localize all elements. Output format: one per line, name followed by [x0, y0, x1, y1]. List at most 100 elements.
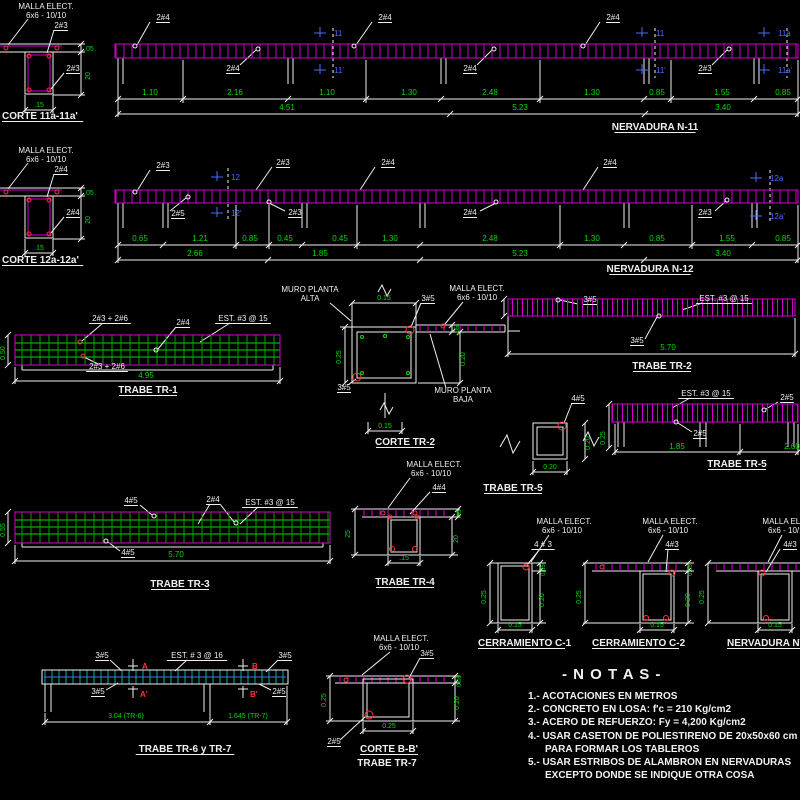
- n11-rebar: 2#4: [156, 13, 170, 22]
- rebar-mark: [54, 189, 60, 195]
- n12-dim: 0.85: [775, 234, 791, 243]
- dim-tick: [794, 111, 800, 118]
- tr67-stirrups: EST. # 3 @ 16: [171, 651, 223, 660]
- n12-title: NERVADURA N-12: [606, 264, 693, 275]
- cad-rect: [716, 563, 800, 571]
- cad-rect: [362, 509, 448, 517]
- rebar-mark: [724, 197, 730, 203]
- n11-dim: 1.55: [714, 88, 730, 97]
- bb-dim-bot: 0.25: [382, 723, 396, 730]
- rebar-mark: [663, 615, 669, 621]
- n11-dim-total: 3.40: [715, 103, 731, 112]
- rebar-mark: [412, 546, 418, 552]
- rebar-mark: [26, 53, 32, 59]
- dim-tick: [640, 256, 648, 264]
- dim-tick: [364, 427, 372, 435]
- dim-tick: [77, 192, 85, 200]
- dim-tick: [788, 626, 796, 634]
- corte12a-title: CORTE 12a-12a': [2, 255, 79, 266]
- dim-tick: [736, 448, 744, 456]
- dim-tick: [611, 448, 619, 456]
- tr2-dim-length: 5.70: [660, 343, 676, 352]
- dim-tick: [114, 110, 122, 118]
- n11-rebar: 2#4: [226, 64, 240, 73]
- rebar-mark: [522, 563, 530, 571]
- tr5-dim-depth: 0.25: [600, 431, 607, 445]
- cad-line: [255, 166, 273, 191]
- tr4-dim-width: .15: [399, 555, 409, 562]
- n12-rebar: 2#3: [288, 208, 302, 217]
- cad-line: [268, 202, 286, 212]
- bb-dim-left: 0.25: [321, 693, 328, 707]
- dim-tick: [684, 567, 692, 575]
- cortetr2-dim-slab: .05: [455, 325, 461, 334]
- dim-tick: [351, 551, 359, 559]
- dim-tick: [351, 505, 359, 513]
- cad-rect: [639, 570, 675, 624]
- break-symbol: [499, 433, 521, 455]
- rebar-mark: [54, 45, 60, 51]
- dim-tick: [581, 455, 589, 463]
- dim-tick: [416, 559, 424, 567]
- tr67-rebar: 3#5: [91, 687, 105, 696]
- cad-line: [136, 21, 151, 46]
- tr4-title: TRABE TR-4: [375, 577, 435, 588]
- cad-rect: [27, 198, 51, 236]
- n12-cut-marker: 12a: [770, 174, 784, 183]
- dim-tick: [114, 95, 122, 103]
- rebar-mark: [440, 323, 446, 329]
- tr5-rebar-top: 2#5: [780, 393, 794, 402]
- tr4-dim-slab: .05: [457, 509, 463, 518]
- tr67-cut-marker: B: [252, 662, 258, 671]
- n12-cut-marker: 12': [231, 209, 242, 218]
- n12-dim-total: 2.66: [187, 249, 203, 258]
- n11-dim: 2.16: [227, 88, 243, 97]
- tr4-dim-left: 25: [345, 530, 352, 538]
- c2-dim-left: 0.25: [576, 590, 583, 604]
- rebar-mark: [351, 43, 357, 49]
- cad-rect: [416, 325, 505, 332]
- dim-tick: [21, 249, 29, 257]
- dim-tick: [529, 468, 537, 476]
- cad-rect: [362, 678, 414, 722]
- rebar-mark: [360, 335, 364, 339]
- cad-rect: [500, 565, 530, 621]
- rebar-mark: [80, 353, 86, 359]
- dim-tick: [114, 241, 122, 249]
- tr1-title: TRABE TR-1: [118, 385, 178, 396]
- cad-rect: [497, 562, 533, 624]
- cad-rect: [532, 422, 568, 460]
- tr3-rebar-top: 4#5: [124, 496, 138, 505]
- tr1-dim-length: 4.95: [138, 371, 154, 380]
- corte11a-title: CORTE 11a-11a': [2, 111, 78, 122]
- dim-tick: [636, 626, 644, 634]
- n12-cut-marker: 12: [231, 173, 240, 182]
- dim-tick: [794, 242, 800, 249]
- nt1-title: NERVADURA NT-1: [727, 638, 800, 649]
- tr4-malla-1: MALLA ELECT.: [406, 460, 461, 469]
- dim-tick: [448, 321, 456, 329]
- tr67-cut-marker: A': [140, 690, 148, 699]
- rebar-mark: [46, 197, 52, 203]
- cad-line: [647, 534, 664, 563]
- cad-line: [46, 29, 55, 54]
- cad-line: [410, 302, 422, 328]
- dim-tick: [398, 427, 406, 435]
- cad-line: [136, 169, 151, 192]
- dim-tick: [536, 559, 544, 567]
- cad-line: [174, 659, 188, 672]
- tr3-rebar-mid: 2#4: [206, 495, 220, 504]
- nt1-malla-1: MALLA ELECT.: [762, 517, 800, 526]
- cortetr2-title: CORTE TR-2: [375, 437, 435, 448]
- note-item-5: 5.- USAR ESTRIBOS DE ALAMBRON EN NERVADU…: [528, 757, 792, 769]
- n12-dim: 0.45: [277, 234, 293, 243]
- cad-line: [644, 316, 658, 340]
- dim-tick: [451, 672, 459, 680]
- n12-rebar: 2#3: [156, 161, 170, 170]
- cortetr2-dim-top: 0.15: [377, 295, 391, 302]
- rebar-mark: [761, 407, 767, 413]
- tr5-title: TRABE TR-5: [707, 459, 767, 470]
- dim-tick: [581, 619, 589, 627]
- rebar-mark: [402, 674, 412, 684]
- n11-title: NERVADURA N-11: [612, 122, 699, 133]
